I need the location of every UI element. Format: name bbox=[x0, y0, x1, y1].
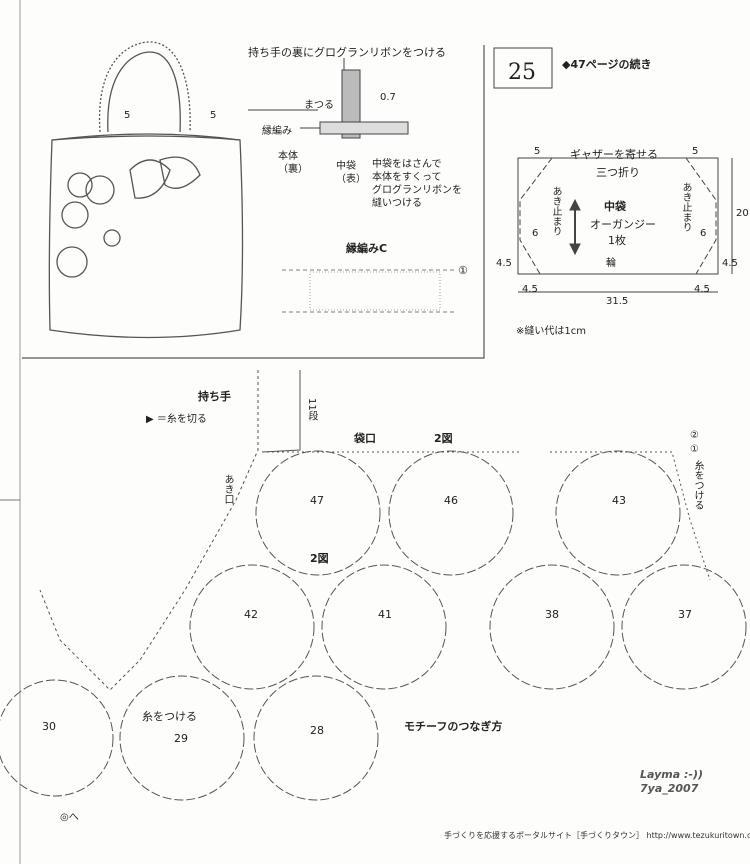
inner-bag-count: 1枚 bbox=[608, 234, 626, 247]
attach-yarn-left: 糸をつける bbox=[142, 710, 197, 723]
motif-number: 37 bbox=[678, 608, 692, 621]
edging-chart bbox=[282, 269, 456, 313]
rows-11-label: 11段 bbox=[306, 398, 317, 421]
motif-number: 46 bbox=[444, 494, 458, 507]
inner-dim-6-left: 6 bbox=[532, 228, 539, 239]
handle-section-detail bbox=[248, 58, 409, 139]
to-mark-label: ◎へ bbox=[60, 812, 79, 823]
dim-07: 0.7 bbox=[380, 92, 396, 103]
inner-front-label: 中袋 （表） bbox=[336, 161, 366, 185]
bag-dim-left: 5 bbox=[124, 110, 131, 121]
inner-bag-material: オーガンジー bbox=[590, 218, 656, 231]
opening-stop-right: あき止まり bbox=[680, 182, 691, 232]
inner-dim-45-c: 4.5 bbox=[522, 284, 538, 295]
joining-title: モチーフのつなぎ方 bbox=[404, 720, 503, 733]
fig2-label-top: 2図 bbox=[434, 432, 453, 445]
matsuru-label: まつる bbox=[304, 100, 334, 111]
page-number-box bbox=[493, 47, 553, 89]
inner-dim-5-right: 5 bbox=[692, 146, 699, 157]
inner-bag-pattern bbox=[517, 157, 733, 293]
edging-title: 縁編みC bbox=[346, 242, 388, 255]
bag-dim-right: 5 bbox=[210, 110, 217, 121]
seam-allowance-note: ※縫い代は1cm bbox=[516, 326, 586, 337]
motif-number: 47 bbox=[310, 494, 324, 507]
fold-label: 三つ折り bbox=[596, 166, 640, 179]
page-number: 25 bbox=[508, 60, 536, 85]
marker-1: ① bbox=[690, 444, 699, 455]
inner-dim-45-b: 4.5 bbox=[722, 258, 738, 269]
handle-label: 持ち手 bbox=[198, 390, 231, 403]
cut-yarn-legend: ▶ ＝糸を切る bbox=[146, 414, 207, 425]
motif-chart bbox=[0, 370, 747, 801]
edge-label: 縁編み bbox=[262, 126, 292, 137]
inner-dim-315: 31.5 bbox=[606, 296, 629, 307]
body-back-label: 本体 （裏） bbox=[278, 151, 308, 175]
edging-marker: ① bbox=[458, 264, 468, 277]
loop-label: 輪 bbox=[606, 258, 616, 269]
motif-number: 30 bbox=[42, 720, 56, 733]
inner-dim-45-a: 4.5 bbox=[496, 258, 512, 269]
bag-mouth-label: 袋口 bbox=[354, 432, 376, 445]
handle-note: 中袋をはさんで 本体をすくって グログランリボンを 縫いつける bbox=[372, 159, 462, 209]
top-section-frame bbox=[22, 45, 485, 359]
motif-number: 29 bbox=[174, 732, 188, 745]
handle-detail-title: 持ち手の裏にグログランリボンをつける bbox=[248, 46, 446, 59]
motif-number: 42 bbox=[244, 608, 258, 621]
gather-label: ギャザーを寄せる bbox=[570, 148, 658, 161]
bag-sketch bbox=[48, 41, 244, 339]
fig2-label-mid: 2図 bbox=[310, 552, 329, 565]
opening-stop-left: あき止まり bbox=[550, 186, 561, 236]
watermark: Layma :-)) 7ya_2007 bbox=[640, 768, 703, 795]
motif-number: 43 bbox=[612, 494, 626, 507]
attach-yarn-right: 糸をつける bbox=[692, 460, 703, 510]
marker-2: ② bbox=[690, 430, 699, 441]
inner-dim-45-d: 4.5 bbox=[694, 284, 710, 295]
opening-label: あき口 bbox=[222, 474, 233, 504]
motif-number: 28 bbox=[310, 724, 324, 737]
inner-dim-6-right: 6 bbox=[700, 228, 707, 239]
inner-bag-name: 中袋 bbox=[604, 200, 626, 213]
continuation-note: ◆47ページの続き bbox=[562, 58, 652, 71]
inner-dim-5-left: 5 bbox=[534, 146, 541, 157]
motif-number: 38 bbox=[545, 608, 559, 621]
motif-number: 41 bbox=[378, 608, 392, 621]
footer-credit: 手づくりを応援するポータルサイト［手づくりタウン］ http://www.tez… bbox=[444, 831, 750, 840]
inner-dim-20: 20 bbox=[736, 208, 749, 219]
